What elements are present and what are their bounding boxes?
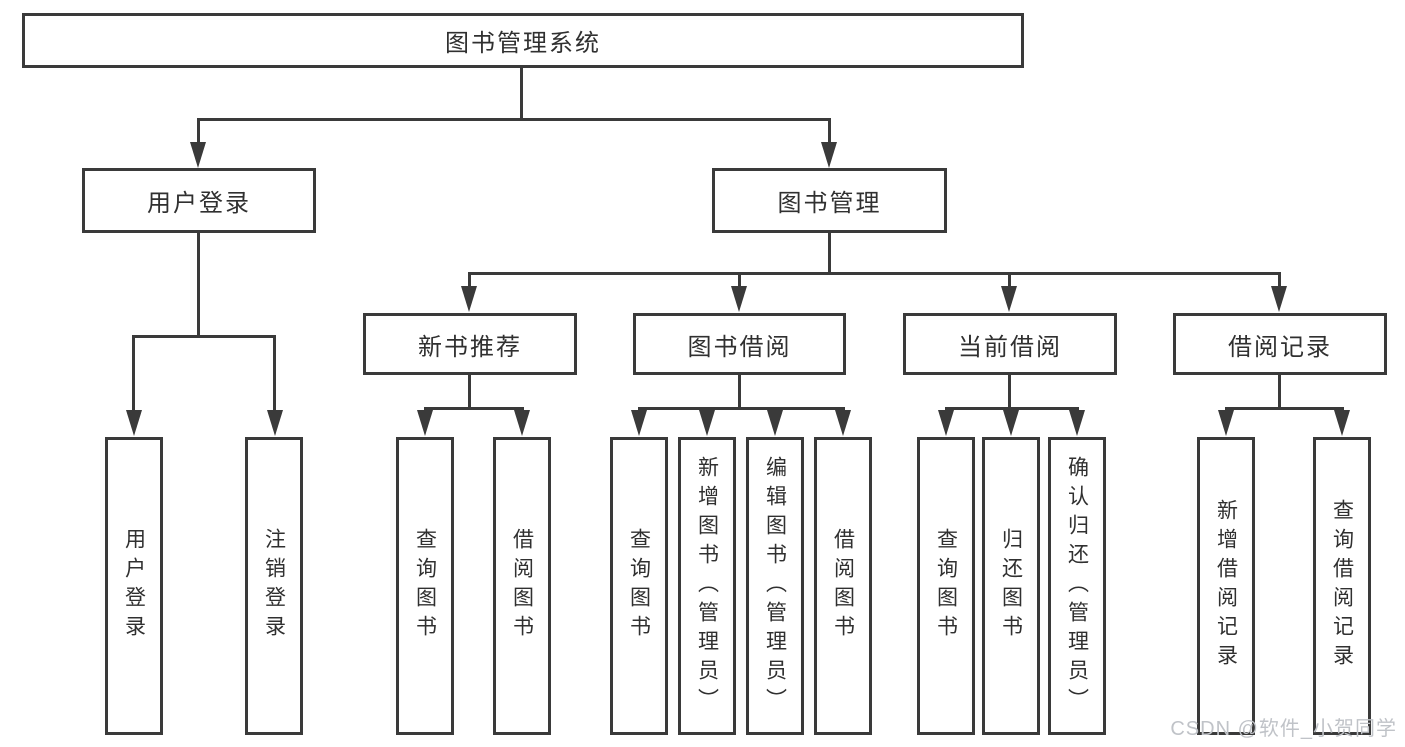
- arrow-down-icon: [1003, 410, 1019, 436]
- node-book-borrowing: 图书借阅: [633, 313, 846, 375]
- leaf-edit-book-admin: 编辑图书（管理员）: [746, 437, 804, 735]
- arrow-down-icon: [835, 410, 851, 436]
- connector-line: [197, 233, 200, 338]
- arrow-down-icon: [1218, 410, 1234, 436]
- connector-line: [738, 272, 741, 288]
- connector-line: [1278, 375, 1281, 410]
- connector-line: [132, 335, 135, 411]
- arrow-down-icon: [514, 410, 530, 436]
- leaf-borrow-books-recommend: 借阅图书: [493, 437, 551, 735]
- arrow-down-icon: [190, 142, 206, 168]
- leaf-query-books-borrowing: 查询图书: [610, 437, 668, 735]
- node-borrowing-records: 借阅记录: [1173, 313, 1387, 375]
- connector-line: [1008, 375, 1011, 410]
- leaf-borrow-books-borrowing: 借阅图书: [814, 437, 872, 735]
- leaf-user-login: 用户登录: [105, 437, 163, 735]
- leaf-query-books-recommend: 查询图书: [396, 437, 454, 735]
- arrow-down-icon: [417, 410, 433, 436]
- node-library-management-system: 图书管理系统: [22, 13, 1024, 68]
- connector-line: [828, 233, 831, 275]
- connector-line: [468, 272, 471, 288]
- leaf-query-books-current: 查询图书: [917, 437, 975, 735]
- leaf-add-book-admin: 新增图书（管理员）: [678, 437, 736, 735]
- arrow-down-icon: [126, 410, 142, 436]
- node-book-management: 图书管理: [712, 168, 947, 233]
- connector-line: [1225, 407, 1344, 410]
- leaf-add-borrow-record: 新增借阅记录: [1197, 437, 1255, 735]
- connector-line: [468, 375, 471, 410]
- connector-line: [197, 118, 831, 121]
- node-new-book-recommend: 新书推荐: [363, 313, 577, 375]
- arrow-down-icon: [631, 410, 647, 436]
- arrow-down-icon: [1001, 286, 1017, 312]
- node-current-borrowing: 当前借阅: [903, 313, 1117, 375]
- connector-line: [197, 118, 200, 144]
- leaf-confirm-return-admin: 确认归还（管理员）: [1048, 437, 1106, 735]
- connector-line: [638, 407, 845, 410]
- connector-line: [468, 272, 1281, 275]
- connector-line: [424, 407, 524, 410]
- arrow-down-icon: [731, 286, 747, 312]
- node-user-login: 用户登录: [82, 168, 316, 233]
- connector-line: [273, 335, 276, 411]
- connector-line: [738, 375, 741, 410]
- arrow-down-icon: [461, 286, 477, 312]
- connector-line: [1278, 272, 1281, 288]
- leaf-logout: 注销登录: [245, 437, 303, 735]
- connector-line: [1008, 272, 1011, 288]
- watermark: CSDN @软件_小贺同学: [1170, 718, 1397, 740]
- arrow-down-icon: [767, 410, 783, 436]
- leaf-return-books: 归还图书: [982, 437, 1040, 735]
- connector-line: [132, 335, 276, 338]
- arrow-down-icon: [1334, 410, 1350, 436]
- connector-line: [828, 118, 831, 144]
- arrow-down-icon: [1271, 286, 1287, 312]
- connector-line: [945, 407, 1079, 410]
- connector-line: [520, 65, 523, 121]
- arrow-down-icon: [1069, 410, 1085, 436]
- arrow-down-icon: [699, 410, 715, 436]
- arrow-down-icon: [267, 410, 283, 436]
- arrow-down-icon: [938, 410, 954, 436]
- arrow-down-icon: [821, 142, 837, 168]
- leaf-query-borrow-record: 查询借阅记录: [1313, 437, 1371, 735]
